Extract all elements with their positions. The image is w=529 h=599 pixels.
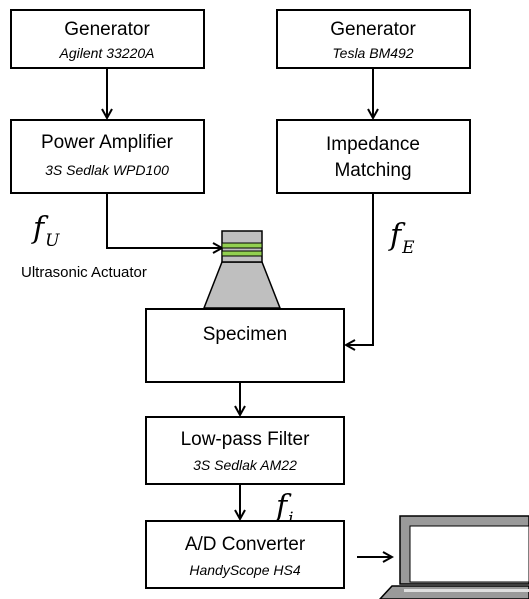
specimen-title: Specimen: [203, 324, 288, 345]
arrow-amplifier-to-actuator: [106, 193, 222, 248]
generator-tesla-block: Generator Tesla BM492: [276, 9, 471, 69]
f-e-label: fE: [388, 218, 415, 258]
generator-agilent-model: Agilent 33220A: [59, 45, 155, 61]
generator-tesla-model: Tesla BM492: [332, 45, 413, 61]
generator-agilent-title: Generator: [64, 19, 150, 40]
f-i-subscript: i: [288, 509, 293, 529]
power-amplifier-model: 3S Sedlak WPD100: [45, 162, 169, 178]
impedance-matching-block: Impedance Matching: [276, 119, 471, 194]
ad-converter-block: A/D Converter HandyScope HS4: [145, 520, 345, 589]
impedance-matching-line2: Matching: [334, 160, 411, 181]
ultrasonic-actuator-icon: [202, 230, 282, 309]
ultrasonic-actuator-caption: Ultrasonic Actuator: [21, 264, 147, 281]
generator-tesla-title: Generator: [330, 19, 416, 40]
power-amplifier-block: Power Amplifier 3S Sedlak WPD100: [10, 119, 205, 194]
impedance-matching-line1: Impedance: [326, 134, 420, 155]
arrow-impedance-to-specimen: [346, 193, 374, 345]
f-e-subscript: E: [401, 238, 415, 258]
specimen-block: Specimen: [145, 308, 345, 383]
ad-converter-model: HandyScope HS4: [189, 562, 301, 578]
generator-agilent-block: Generator Agilent 33220A: [10, 9, 205, 69]
lowpass-filter-model: 3S Sedlak AM22: [193, 457, 297, 473]
f-u-subscript: U: [45, 231, 60, 251]
lowpass-filter-block: Low-pass Filter 3S Sedlak AM22: [145, 416, 345, 485]
ad-converter-title: A/D Converter: [185, 534, 306, 555]
f-u-label: fU: [31, 211, 60, 251]
lowpass-filter-title: Low-pass Filter: [181, 429, 310, 450]
laptop-icon: [378, 515, 529, 599]
power-amplifier-title: Power Amplifier: [41, 132, 174, 153]
